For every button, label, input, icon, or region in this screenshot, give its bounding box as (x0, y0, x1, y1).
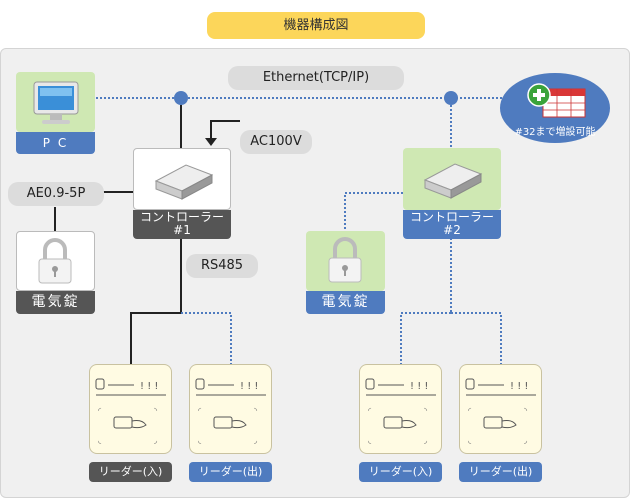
svg-text:◟: ◟ (198, 436, 202, 445)
expansion-table-icon (527, 83, 586, 118)
controller2-caption: コントローラー #2 (403, 210, 501, 239)
controller2-number: #2 (443, 223, 461, 237)
pc-label: P C (16, 132, 95, 154)
ethernet-node-2 (444, 91, 458, 105)
svg-text:◝: ◝ (153, 406, 157, 415)
card-reader-icon: ! ! ! ◜ ◝ ◟ ◞ (195, 378, 266, 445)
controller1-name: コントローラー (139, 210, 224, 224)
lock1-label: 電気錠 (16, 291, 95, 314)
controller2-device (403, 148, 501, 210)
svg-text:◟: ◟ (468, 436, 472, 445)
controller2-name: コントローラー (409, 210, 494, 224)
cable-label: AE0.9-5P (8, 182, 104, 206)
padlock-icon (328, 237, 362, 283)
svg-text:◞: ◞ (423, 436, 427, 445)
controller1-device (133, 148, 231, 210)
svg-text:◟: ◟ (98, 436, 102, 445)
reader1-link (130, 312, 181, 364)
svg-text:! ! !: ! ! ! (510, 381, 528, 392)
controller1-caption: コントローラー #1 (133, 210, 231, 239)
serial-label: RS485 (186, 254, 258, 278)
reader3-device: ! ! ! ◜ ◝ ◟ ◞ (359, 364, 442, 454)
card-reader-icon: ! ! ! ◜ ◝ ◟ ◞ (365, 378, 436, 445)
reader1-device: ! ! ! ◜ ◝ ◟ ◞ (89, 364, 172, 454)
ethernet-node-1 (174, 91, 188, 105)
svg-text:◞: ◞ (153, 436, 157, 445)
card-reader-icon: ! ! ! ◜ ◝ ◟ ◞ (465, 378, 536, 445)
reader3-label: リーダー(入) (359, 462, 442, 482)
lock2-link (344, 192, 403, 231)
power-label: AC100V (240, 130, 312, 154)
pc-device (16, 72, 95, 132)
reader4-link (451, 312, 502, 364)
card-reader-icon: ! ! ! ◜ ◝ ◟ ◞ (95, 378, 166, 445)
lock2-label: 電気錠 (306, 291, 385, 314)
expansion-bubble: #32まで増設可能 (500, 73, 610, 143)
lock1-device (16, 231, 95, 291)
svg-text:◞: ◞ (253, 436, 257, 445)
lock2-device (306, 231, 385, 291)
svg-text:◝: ◝ (253, 406, 257, 415)
svg-text:◞: ◞ (523, 436, 527, 445)
power-line (210, 120, 240, 140)
svg-text:! ! !: ! ! ! (240, 381, 258, 392)
reader2-link (181, 312, 232, 364)
controller-icon (154, 164, 214, 200)
padlock-icon (38, 238, 72, 284)
power-arrow (205, 138, 217, 146)
svg-text:! ! !: ! ! ! (410, 381, 428, 392)
expansion-label: #32まで増設可能 (514, 127, 596, 138)
reader4-device: ! ! ! ◜ ◝ ◟ ◞ (459, 364, 542, 454)
svg-text:◜: ◜ (368, 406, 372, 415)
reader2-device: ! ! ! ◜ ◝ ◟ ◞ (189, 364, 272, 454)
svg-text:◜: ◜ (98, 406, 102, 415)
svg-text:! ! !: ! ! ! (140, 381, 158, 392)
ethernet-label: Ethernet(TCP/IP) (228, 66, 404, 90)
monitor-icon (33, 81, 79, 124)
controller-icon (423, 163, 483, 199)
svg-text:◜: ◜ (468, 406, 472, 415)
reader2-label: リーダー(出) (189, 462, 272, 482)
svg-text:◟: ◟ (368, 436, 372, 445)
reader4-label: リーダー(出) (459, 462, 542, 482)
svg-text:◝: ◝ (423, 406, 427, 415)
svg-text:◜: ◜ (198, 406, 202, 415)
diagram-title: 機器構成図 (207, 12, 425, 39)
svg-text:◝: ◝ (523, 406, 527, 415)
controller1-number: #1 (173, 223, 191, 237)
reader1-label: リーダー(入) (89, 462, 172, 482)
reader3-link (400, 312, 451, 364)
